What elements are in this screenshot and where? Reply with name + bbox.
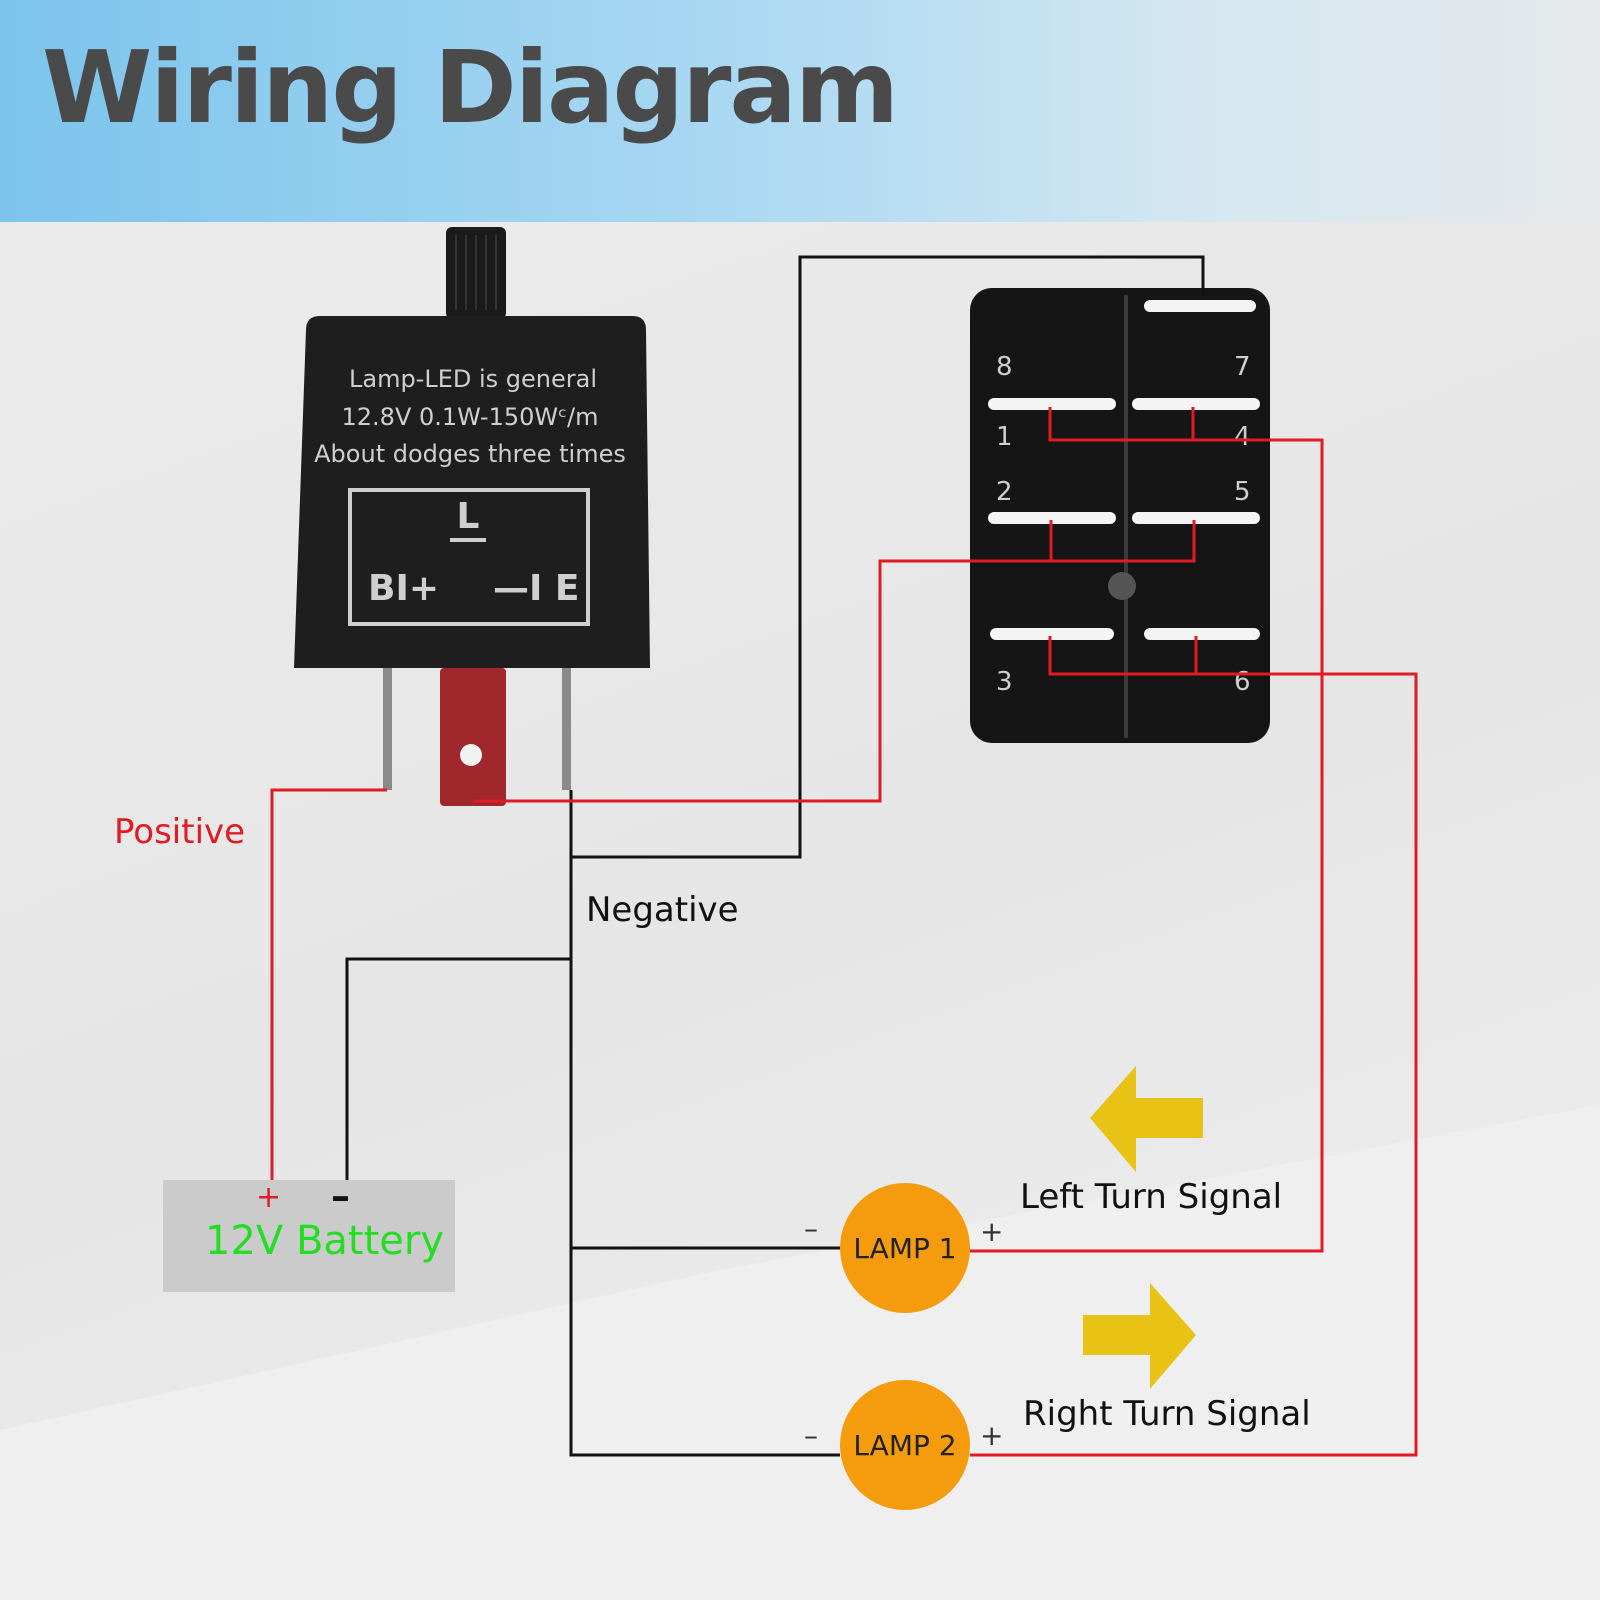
left-signal-wire bbox=[970, 407, 1324, 1253]
relay-text-line2: 12.8V 0.1W-150Wᶜ/m bbox=[342, 403, 599, 431]
negative-battery-wire bbox=[345, 957, 571, 1180]
relay-text-line3: About dodges three times bbox=[314, 440, 626, 468]
pin-6: 6 bbox=[1234, 667, 1251, 697]
lamp-2: LAMP 2 bbox=[840, 1380, 970, 1510]
battery-plus-terminal: + bbox=[256, 1180, 282, 1215]
relay-terminal-box bbox=[348, 488, 590, 626]
header-banner: Wiring Diagram bbox=[0, 0, 1600, 222]
pin-1: 1 bbox=[996, 422, 1013, 452]
relay-pin-l bbox=[440, 668, 506, 806]
page-title: Wiring Diagram bbox=[42, 29, 899, 146]
relay-text-line1: Lamp-LED is general bbox=[349, 365, 597, 393]
lamp-2-label: LAMP 2 bbox=[853, 1428, 957, 1462]
lamp-1-plus: + bbox=[980, 1215, 1004, 1248]
negative-switch-wire bbox=[571, 255, 1205, 859]
flasher-output-wire bbox=[473, 520, 1196, 803]
positive-wires bbox=[270, 407, 1418, 1457]
relay-terminal-e: —I E bbox=[493, 568, 580, 609]
left-turn-signal-label: Left Turn Signal bbox=[1020, 1177, 1283, 1217]
battery: + – 12V Battery bbox=[163, 1174, 455, 1292]
right-signal-wire bbox=[970, 636, 1418, 1457]
battery-minus-terminal: – bbox=[331, 1174, 350, 1218]
negative-label: Negative bbox=[586, 890, 739, 930]
negative-wires bbox=[345, 255, 1205, 1457]
right-turn-signal-label: Right Turn Signal bbox=[1023, 1394, 1311, 1434]
lamp-1-minus: – bbox=[804, 1212, 818, 1245]
lamp-1: LAMP 1 bbox=[840, 1183, 970, 1313]
lamp-1-label: LAMP 1 bbox=[853, 1231, 957, 1265]
relay-pin-b bbox=[383, 668, 392, 790]
pin-8: 8 bbox=[996, 352, 1013, 382]
pin-7: 7 bbox=[1234, 352, 1251, 382]
left-arrow-icon bbox=[1090, 1066, 1203, 1172]
lamp-2-minus: – bbox=[804, 1419, 818, 1452]
positive-battery-wire bbox=[270, 788, 387, 1182]
pin-3: 3 bbox=[996, 667, 1013, 697]
flasher-relay: Lamp-LED is general 12.8V 0.1W-150Wᶜ/m A… bbox=[294, 227, 650, 806]
switch-terminals bbox=[988, 300, 1260, 640]
switch-pin-numbers: 8 7 1 4 2 5 3 6 bbox=[996, 352, 1251, 697]
negative-main-wire bbox=[569, 790, 840, 1457]
right-arrow-icon bbox=[1083, 1283, 1196, 1389]
knob-ridges bbox=[455, 235, 497, 310]
pin-5: 5 bbox=[1234, 477, 1251, 507]
pin-2: 2 bbox=[996, 477, 1013, 507]
positive-label: Positive bbox=[114, 812, 246, 852]
battery-label: 12V Battery bbox=[205, 1218, 445, 1264]
switch-led-dot bbox=[1108, 572, 1136, 600]
relay-pin-e bbox=[562, 668, 571, 790]
relay-terminal-b: BI+ bbox=[368, 568, 439, 609]
lamp-2-plus: + bbox=[980, 1419, 1004, 1452]
pin-4: 4 bbox=[1234, 422, 1251, 452]
rocker-switch: 8 7 1 4 2 5 3 6 bbox=[970, 288, 1270, 743]
relay-terminal-l: L bbox=[457, 496, 480, 537]
